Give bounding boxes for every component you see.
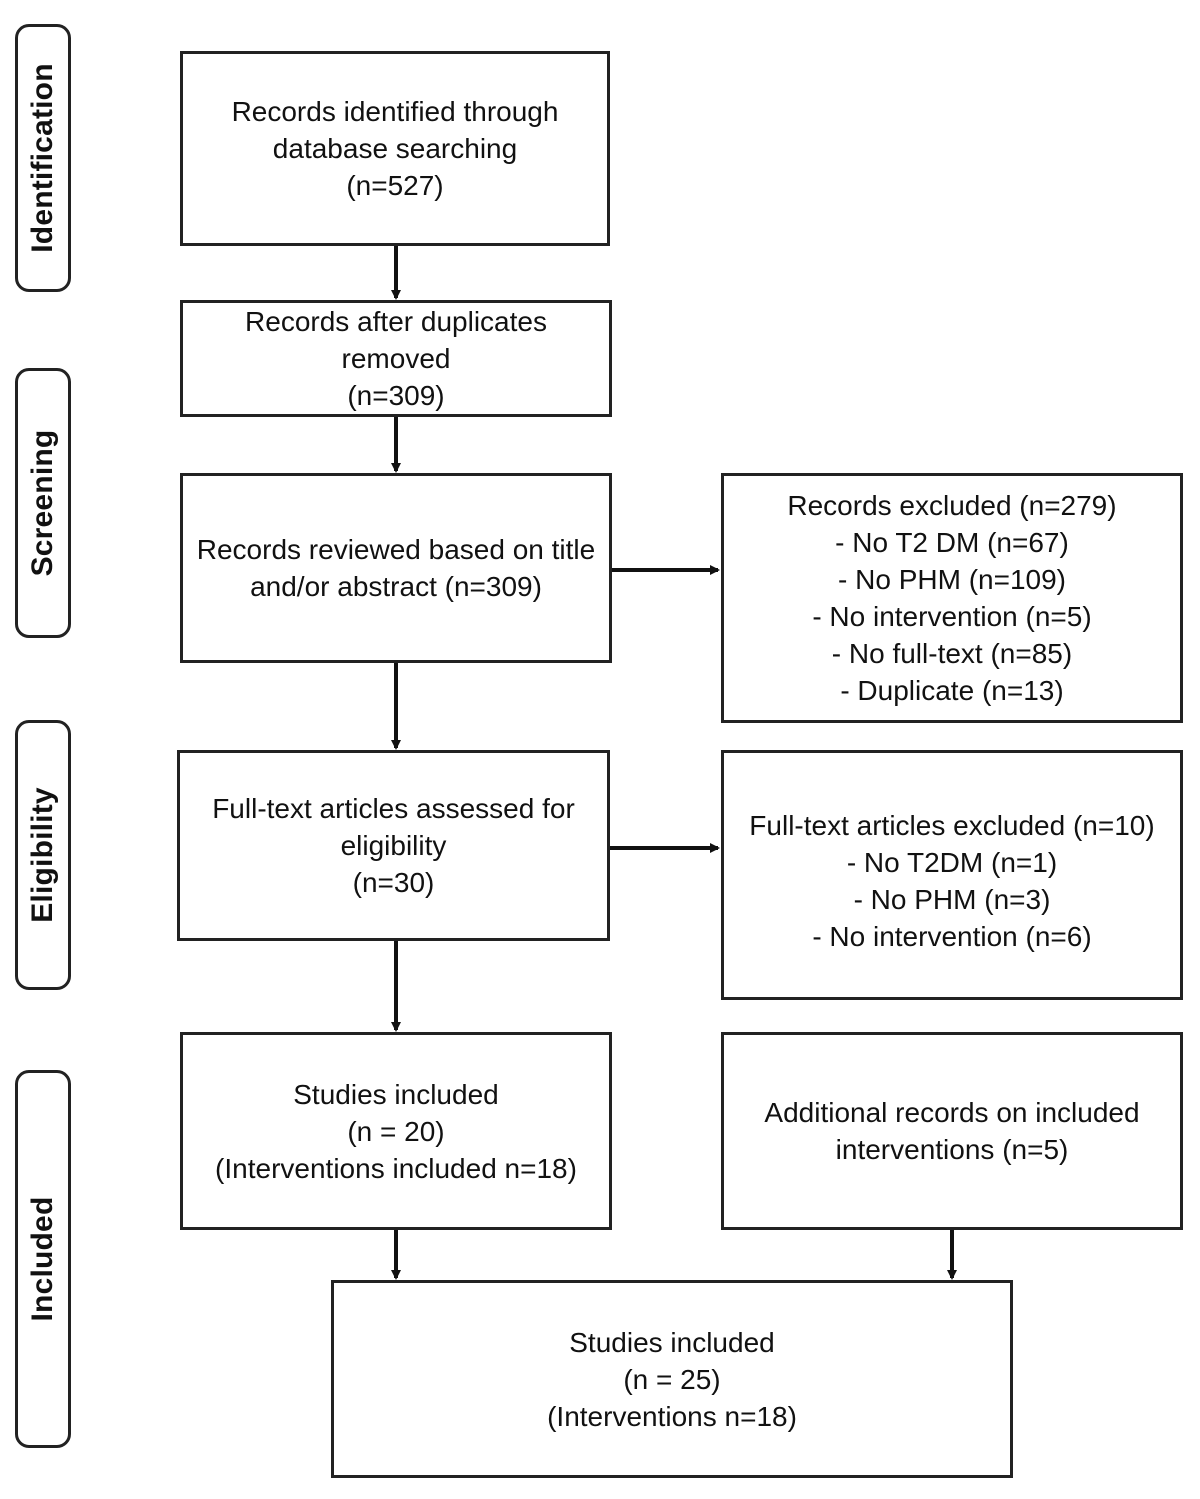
box-studies-included: Studies included (n = 20) (Interventions…	[180, 1032, 612, 1230]
box-line: - No intervention (n=6)	[812, 921, 1092, 952]
box-line: (n = 20)	[347, 1115, 445, 1147]
box-line: Records excluded (n=279)	[787, 490, 1117, 521]
box-line: (n=309)	[347, 380, 445, 411]
box-records-identified: Records identified through database sear…	[180, 51, 610, 246]
box-line: Records identified through	[231, 96, 559, 127]
phase-eligibility: Eligibility	[15, 720, 71, 990]
box-fulltext-assessed: Full-text articles assessed for eligibil…	[177, 750, 610, 941]
phase-included: Included	[15, 1070, 71, 1448]
box-line: - No intervention (n=5)	[812, 601, 1092, 632]
box-line: (n = 25)	[623, 1363, 721, 1395]
phase-screening: Screening	[15, 368, 71, 638]
box-records-reviewed: Records reviewed based on title and/or a…	[180, 473, 612, 663]
box-line: (n=30)	[352, 867, 435, 898]
box-line: Full-text articles assessed for	[212, 793, 575, 824]
phase-identification: Identification	[15, 24, 71, 292]
box-line: - No full-text (n=85)	[831, 638, 1073, 669]
box-line: database searching	[272, 133, 518, 164]
box-additional-records: Additional records on included intervent…	[721, 1032, 1183, 1230]
box-line: interventions (n=5)	[835, 1134, 1069, 1165]
box-line: Additional records on included	[764, 1097, 1140, 1128]
box-line: - Duplicate (n=13)	[840, 675, 1064, 706]
box-line: Records reviewed based on title	[196, 534, 596, 565]
box-line: (n=527)	[346, 170, 444, 201]
box-line: removed	[341, 343, 451, 374]
box-fulltext-excluded: Full-text articles excluded (n=10) - No …	[721, 750, 1183, 1000]
box-line: - No PHM (n=109)	[838, 564, 1066, 595]
box-line: Studies included	[569, 1326, 775, 1358]
box-line: - No T2 DM (n=67)	[835, 527, 1069, 558]
box-line: - No PHM (n=3)	[853, 884, 1051, 915]
box-line: Full-text articles excluded (n=10)	[749, 810, 1155, 841]
box-line: Records after duplicates	[245, 306, 547, 337]
box-final-included: Studies included (n = 25) (Interventions…	[331, 1280, 1013, 1478]
box-line: Studies included	[293, 1078, 499, 1110]
box-duplicates-removed: Records after duplicates removed (n=309)	[180, 300, 612, 417]
box-line: and/or abstract (n=309)	[250, 571, 542, 602]
box-line: - No T2DM (n=1)	[846, 847, 1058, 878]
box-records-excluded: Records excluded (n=279) - No T2 DM (n=6…	[721, 473, 1183, 723]
box-line: eligibility	[340, 830, 447, 861]
box-line: (Interventions n=18)	[547, 1400, 797, 1432]
box-line: (Interventions included n=18)	[215, 1152, 577, 1184]
